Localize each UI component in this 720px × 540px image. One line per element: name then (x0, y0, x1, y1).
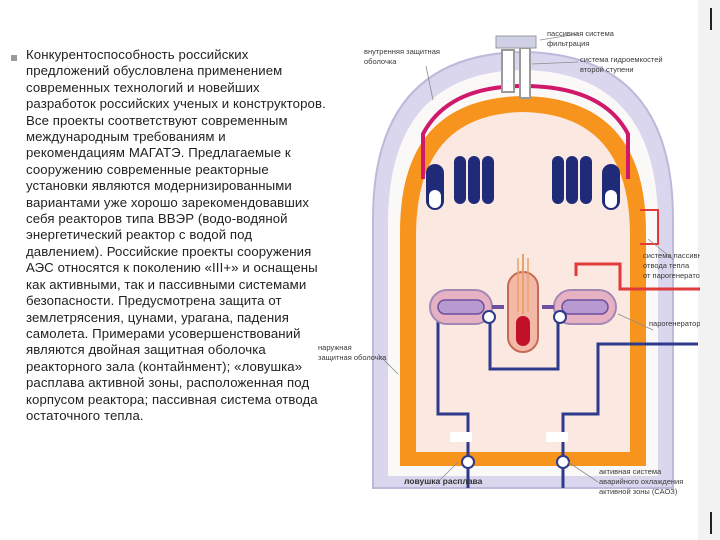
filter-cap (495, 35, 537, 49)
npp-safety-diagram: пассивная система фильтрация система гид… (318, 29, 700, 496)
slide-right-edge (698, 0, 720, 540)
label-passive-system: пассивная система (547, 29, 615, 38)
edge-mark-bottom (710, 512, 712, 534)
label-inner-shell-2: оболочка (364, 57, 397, 66)
label-outer-shell-1: наружная (318, 343, 352, 352)
label-eccs-3: активной зоны (САОЗ) (599, 487, 678, 496)
cold-pipe-right (561, 342, 698, 488)
heat-removal-coil (640, 209, 659, 245)
edge-mark-top (710, 8, 712, 30)
core-catcher (450, 432, 472, 442)
label-inner-shell-1: внутренняя защитная (364, 47, 440, 56)
steam-generator-right (553, 289, 617, 325)
label-hydro-cap-1: система гидроемкостей (580, 55, 663, 64)
filter-unit (501, 49, 515, 93)
label-core-catcher: ловушка расплава (404, 476, 483, 486)
bullet-icon (11, 55, 17, 61)
filter-unit-2 (519, 47, 531, 99)
body-text: Конкурентоспособность российских предлож… (11, 47, 326, 424)
body-paragraph: Конкурентоспособность российских предлож… (26, 47, 326, 423)
reactor-vessel (507, 254, 539, 353)
label-hydro-cap-2: второй ступени (580, 65, 634, 74)
accumulator-tanks-left (426, 156, 494, 210)
label-heat-removal-2: отвода тепла (643, 261, 690, 270)
label-heat-removal-3: от парогенератора (643, 271, 700, 280)
label-eccs-2: аварийного охлаждения (599, 477, 683, 486)
label-heat-removal-1: система пассивного (643, 251, 700, 260)
accumulator-tanks-right (552, 156, 620, 210)
label-outer-shell-2: защитная оболочка (318, 353, 387, 362)
label-eccs-1: активная система (599, 467, 662, 476)
leader-lines (377, 33, 675, 483)
core-catcher-2 (546, 432, 568, 442)
label-steam-generator: парогенератор (649, 319, 700, 328)
pump-icons (461, 310, 570, 469)
cold-pipe-center (488, 314, 560, 371)
label-filtration: фильтрация (547, 39, 589, 48)
hot-pipe-heat-removal (574, 262, 700, 291)
